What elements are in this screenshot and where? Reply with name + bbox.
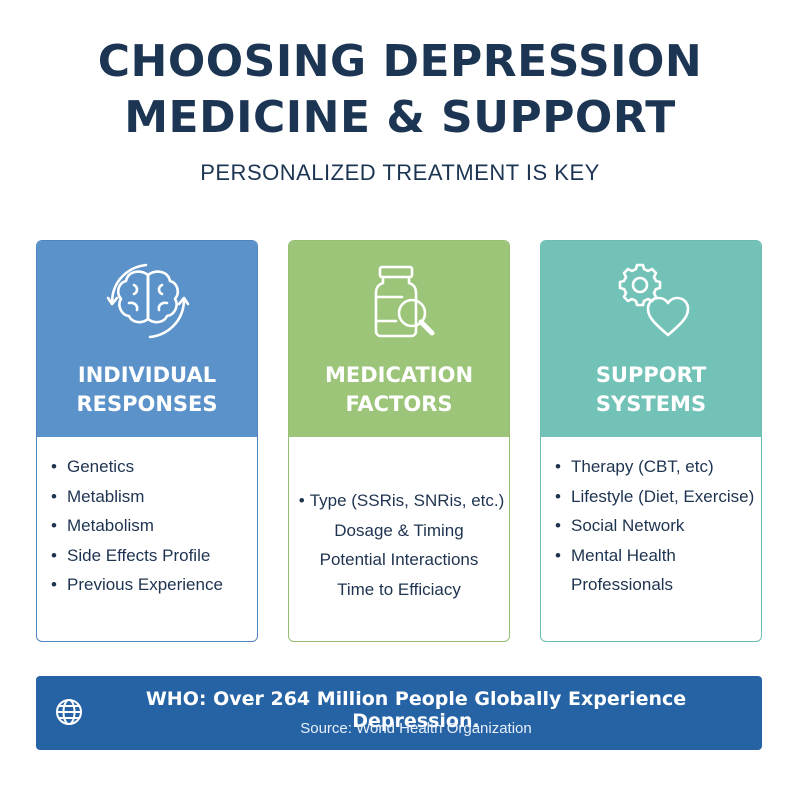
page-subtitle: PERSONALIZED TREATMENT IS KEY (200, 160, 600, 185)
card-title-line-2: RESPONSES (76, 392, 218, 416)
list-item: •Genetics (51, 457, 135, 476)
factor-list: •Type (SSRis, SNRis, etc.) Dosage & Timi… (289, 491, 509, 609)
list-item-text: Side Effects Profile (67, 545, 211, 565)
globe-icon (54, 697, 84, 727)
list-item-text: Mental Health (571, 545, 676, 565)
banner-statistic: WHO: Over 264 Million People Globally Ex… (145, 688, 687, 732)
list-item: •Side Effects Profile (51, 545, 211, 565)
card-body: •Genetics •Metablism •Metabolism •Side E… (37, 437, 257, 641)
card-medication-factors: MEDICATION FACTORS •Type (SSRis, SNRis, … (288, 240, 510, 642)
title-line-1: CHOOSING DEPRESSION (97, 36, 703, 87)
list-item-text: Metabolism (67, 516, 154, 536)
factor-list: •Therapy (CBT, etc) •Lifestyle (Diet, Ex… (555, 457, 754, 605)
card-title: MEDICATION FACTORS (289, 361, 509, 419)
brain-cycle-icon (98, 261, 198, 341)
banner-source: Source: World Health Organization (300, 720, 532, 737)
list-item: Dosage & Timing (289, 521, 509, 541)
title-line-2: MEDICINE & SUPPORT (124, 92, 676, 143)
list-item-text: Previous Experience (67, 575, 223, 595)
list-item: •Type (SSRis, SNRis, etc.) (298, 491, 505, 510)
gear-heart-icon (602, 261, 702, 341)
list-item: Professionals (555, 575, 754, 595)
pill-bottle-magnifier-icon (350, 261, 450, 341)
card-body: •Type (SSRis, SNRis, etc.) Dosage & Timi… (289, 437, 509, 641)
card-title-line-1: INDIVIDUAL (77, 363, 217, 387)
list-item-text: Type (SSRis, SNRis, etc.) (309, 491, 505, 510)
statistic-banner: WHO: Over 264 Million People Globally Ex… (36, 676, 762, 750)
list-item-text: Time to Efficiacy (337, 579, 461, 599)
list-item-text: Genetics (67, 457, 135, 476)
factor-list: •Genetics •Metablism •Metabolism •Side E… (51, 457, 223, 605)
list-item-text: Professionals (571, 575, 674, 595)
page-title: CHOOSING DEPRESSION MEDICINE & SUPPORT (0, 34, 800, 146)
card-body: •Therapy (CBT, etc) •Lifestyle (Diet, Ex… (541, 437, 761, 641)
list-item: •Metabolism (51, 516, 154, 536)
list-item: •Social Network (555, 516, 685, 536)
card-support-systems: SUPPORT SYSTEMS •Therapy (CBT, etc) •Lif… (540, 240, 762, 642)
card-header: INDIVIDUAL RESPONSES (37, 241, 257, 437)
list-item: •Metablism (51, 486, 145, 506)
list-item-text: Therapy (CBT, etc) (571, 457, 714, 476)
list-item-text: Lifestyle (Diet, Exercise) (571, 486, 755, 506)
card-individual-responses: INDIVIDUAL RESPONSES •Genetics •Metablis… (36, 240, 258, 642)
card-title: INDIVIDUAL RESPONSES (37, 361, 257, 419)
card-title-line-2: SYSTEMS (595, 392, 707, 416)
list-item-text: Social Network (571, 516, 685, 536)
list-item: Time to Efficiacy (289, 580, 509, 600)
list-item: •Lifestyle (Diet, Exercise) (555, 486, 755, 506)
list-item-text: Potential Interactions (319, 550, 479, 570)
card-title-line-1: MEDICATION (324, 363, 474, 387)
list-item: Potential Interactions (289, 550, 509, 570)
card-title-line-2: FACTORS (345, 392, 453, 416)
card-header: MEDICATION FACTORS (289, 241, 509, 437)
list-item: •Mental Health (555, 545, 676, 565)
card-title: SUPPORT SYSTEMS (541, 361, 761, 419)
list-item-text: Dosage & Timing (334, 520, 464, 540)
list-item-text: Metablism (67, 486, 145, 506)
list-item: •Therapy (CBT, etc) (555, 457, 714, 476)
list-item: •Previous Experience (51, 575, 223, 595)
card-header: SUPPORT SYSTEMS (541, 241, 761, 437)
card-title-line-1: SUPPORT (595, 363, 707, 387)
